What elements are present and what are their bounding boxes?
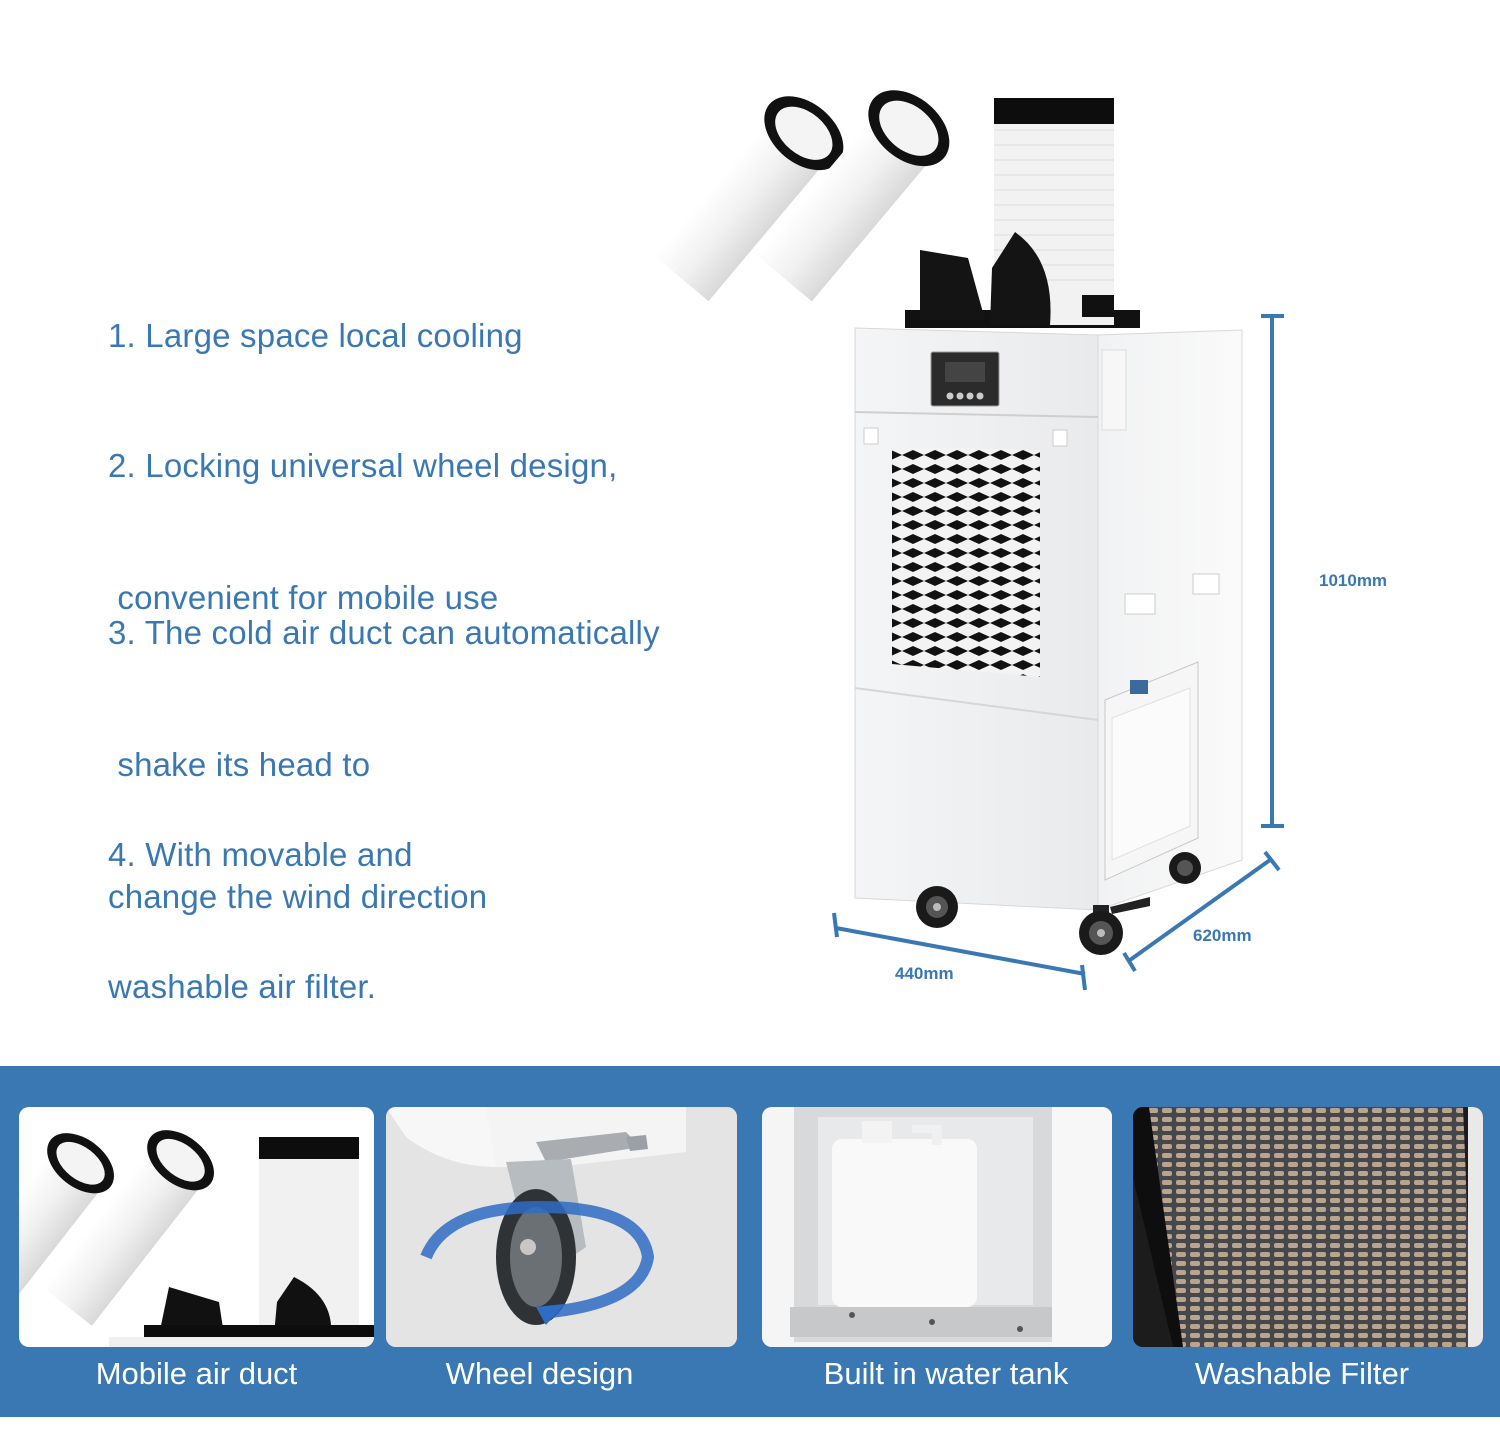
feature-2: 2. Locking universal wheel design, conve…	[108, 356, 617, 664]
card-label-built-in-water-tank: Built in water tank	[823, 1356, 1069, 1391]
card-label-mobile-air-duct: Mobile air duct	[95, 1356, 298, 1391]
height-dimension-label: 1010mm	[1319, 571, 1388, 590]
spot-cooler-unit-image	[654, 90, 1284, 991]
air-filter-mesh-photo	[1133, 1107, 1483, 1347]
feature-3-line-1: 3. The cold air duct can automatically	[108, 614, 660, 651]
feature-4-line-2: washable air filter.	[108, 968, 377, 1005]
feature-2-line-2: convenient for mobile use	[108, 579, 499, 616]
feature-4: 4. With movable and washable air filter.	[108, 745, 413, 1053]
dimension-lines	[832, 314, 1284, 991]
feature-1-line-1: 1. Large space local cooling	[108, 317, 523, 354]
depth-dimension-label: 620mm	[1193, 926, 1252, 945]
width-dimension-label: 440mm	[895, 964, 954, 983]
locking-caster-wheel-photo	[386, 1107, 737, 1347]
card-label-wheel-design: Wheel design	[445, 1356, 634, 1391]
feature-1: 1. Large space local cooling	[108, 226, 523, 402]
feature-3: 3. The cold air duct can automatically s…	[108, 523, 660, 963]
feature-3-line-3: change the wind direction	[108, 878, 488, 915]
wheel-icon	[916, 852, 1201, 955]
feature-banner: Mobile air duct Wheel design	[0, 1066, 1500, 1417]
card-wheel-design	[386, 1107, 737, 1347]
card-washable-filter	[1133, 1107, 1483, 1347]
card-label-washable-filter: Washable Filter	[1194, 1356, 1410, 1391]
feature-2-line-1: 2. Locking universal wheel design,	[108, 447, 618, 484]
card-built-in-water-tank	[762, 1107, 1112, 1347]
air-duct-photo	[19, 1130, 374, 1347]
feature-4-line-1: 4. With movable and	[108, 836, 413, 873]
water-tank-photo	[762, 1107, 1112, 1347]
feature-3-line-2: shake its head to	[108, 746, 371, 783]
card-mobile-air-duct	[19, 1107, 374, 1347]
